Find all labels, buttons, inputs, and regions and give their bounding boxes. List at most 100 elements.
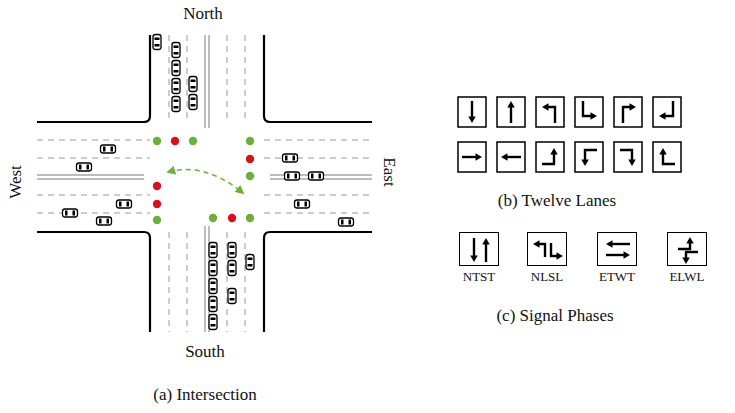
car: [246, 255, 254, 270]
car: [63, 209, 78, 217]
phase-box: [527, 232, 567, 266]
car: [209, 243, 217, 258]
phase-label: ETWT: [599, 269, 635, 285]
car: [189, 95, 197, 110]
car: [153, 35, 161, 50]
arrow-shaft: [606, 254, 626, 256]
arrow-head: [659, 148, 667, 155]
signal-phase: ELWL: [667, 232, 707, 285]
signal-dot: [246, 214, 254, 222]
signal-dot: [246, 137, 254, 145]
arrow-head: [606, 240, 613, 248]
arrow-head: [501, 153, 508, 161]
signal-dot: [209, 214, 217, 222]
phase-icon: [598, 233, 638, 267]
lane-icon: [536, 142, 564, 172]
vehicles: [63, 35, 354, 330]
signal-dot: [153, 216, 161, 224]
car: [101, 145, 116, 153]
arrow-head: [476, 153, 483, 161]
phase-label: NLSL: [531, 269, 564, 285]
car: [228, 289, 236, 304]
phase-icon: [668, 233, 708, 267]
arrow-head: [507, 101, 515, 108]
phase-box: [597, 232, 637, 266]
signal-dot: [246, 155, 254, 163]
car: [97, 217, 112, 225]
arrow-head: [533, 240, 540, 248]
arrow-head: [557, 252, 564, 260]
phase-box: [667, 232, 707, 266]
phase-icon: [460, 233, 500, 267]
subfigure-caption: (a) Intersection: [153, 386, 256, 405]
arrow-head: [581, 160, 589, 167]
signal-phase: NLSL: [527, 232, 567, 285]
lane-icon: [575, 97, 603, 127]
signal-dot: [171, 137, 179, 145]
arrow-shaft: [471, 101, 473, 119]
car: [228, 261, 236, 276]
lane-icon: [614, 142, 642, 172]
phase-switch-arrow: [168, 170, 243, 193]
subfigure-caption: (c) Signal Phases: [496, 307, 613, 326]
signal-dot: [153, 182, 161, 190]
car: [285, 172, 300, 180]
arrow-head: [542, 103, 549, 111]
lane-icon: [653, 97, 681, 127]
lane-icons: [458, 97, 681, 172]
arrow-shaft: [485, 242, 487, 262]
arrow-head: [624, 251, 631, 259]
direction-label: South: [185, 343, 225, 362]
arrow-head: [628, 160, 636, 167]
direction-label: North: [183, 5, 223, 24]
car: [209, 279, 217, 294]
arrow-head: [682, 258, 690, 265]
signal-dot: [153, 200, 161, 208]
car: [172, 61, 180, 76]
lane-icon: [536, 97, 564, 127]
car: [77, 163, 92, 171]
car: [228, 243, 236, 258]
arrow-head: [482, 238, 490, 245]
car: [209, 297, 217, 312]
arrow-shaft: [510, 105, 512, 123]
direction-label: East: [380, 157, 399, 186]
phase-label: NTST: [463, 269, 496, 285]
road-markings: [37, 35, 372, 332]
phase-icon: [528, 233, 568, 267]
signal-phase: NTST: [459, 232, 499, 285]
phase-label: ELWL: [669, 269, 704, 285]
lane-icon: [575, 142, 603, 172]
direction-label: West: [7, 165, 26, 199]
signal-dot: [189, 137, 197, 145]
car: [209, 261, 217, 276]
car: [209, 315, 217, 330]
phase-box: [459, 232, 499, 266]
car: [339, 218, 354, 226]
arrow-head: [630, 103, 637, 111]
lane-icon: [458, 97, 486, 127]
signal-dot: [228, 214, 236, 222]
arrow-head: [468, 117, 476, 124]
signal-phase: ETWT: [597, 232, 637, 285]
arrow-head: [470, 256, 478, 263]
arrow-head: [659, 112, 666, 120]
car: [172, 43, 180, 58]
arrow-shaft: [610, 243, 630, 245]
signal-dot: [246, 172, 254, 180]
lane-icon: [653, 142, 681, 172]
lane-icon: [614, 97, 642, 127]
car: [283, 154, 298, 162]
car: [189, 77, 197, 92]
arrow-head: [686, 237, 694, 244]
car: [172, 97, 180, 112]
car: [172, 79, 180, 94]
lane-icon: [497, 97, 525, 127]
arrow-shaft: [473, 238, 475, 258]
signal-lights: [153, 137, 254, 224]
signal-dot: [153, 137, 161, 145]
subfigure-caption: (b) Twelve Lanes: [498, 192, 616, 211]
arrow-head: [550, 148, 558, 155]
